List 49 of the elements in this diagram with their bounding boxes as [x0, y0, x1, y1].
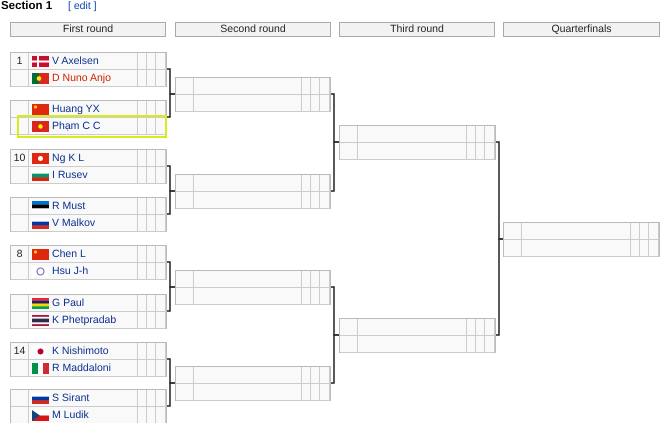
match-box — [10, 52, 167, 87]
seed-number: 8 — [16, 248, 22, 260]
bracket-line — [167, 286, 175, 312]
match-box — [339, 318, 496, 353]
round-header: First round — [10, 22, 166, 37]
player-name: Phạm C C — [52, 119, 100, 134]
player-name: Ng K L — [52, 151, 84, 166]
player-name: K Phetpradab — [52, 313, 116, 328]
player-name: D Nuno Anjo — [52, 71, 111, 86]
player-name: V Malkov — [52, 216, 96, 231]
player-name: R Must — [52, 199, 86, 214]
bracket-line — [167, 190, 175, 215]
match-box — [10, 100, 167, 135]
match-box — [175, 270, 331, 305]
round-header: Quarterfinals — [503, 22, 660, 37]
bracket-line — [496, 238, 503, 336]
match-box — [10, 342, 167, 377]
match-box — [175, 77, 331, 112]
player-name: R Maddaloni — [52, 361, 111, 376]
match-box — [175, 174, 331, 209]
player-name: V Axelsen — [52, 54, 99, 69]
match-box — [10, 197, 167, 232]
player-name: Huang YX — [52, 102, 100, 117]
player-name: M Ludik — [52, 408, 89, 423]
match-box — [175, 366, 331, 401]
bracket-line — [496, 141, 503, 240]
player-name: Chen L — [52, 247, 86, 262]
match-box — [10, 389, 167, 423]
match-box — [10, 294, 167, 329]
bracket-line — [331, 141, 339, 192]
seed-number: 14 — [14, 345, 26, 357]
edit-link: [ edit ] — [68, 0, 97, 12]
round-header: Third round — [339, 22, 495, 37]
bracket-line — [167, 382, 175, 407]
match-box — [10, 149, 167, 184]
match-box — [503, 222, 660, 257]
match-box — [10, 245, 167, 280]
bracket-line — [331, 334, 339, 384]
player-name: S Sirant — [52, 391, 90, 406]
bracket-line — [167, 93, 175, 118]
player-name: I Rusev — [52, 168, 88, 183]
seed-number: 10 — [14, 152, 26, 164]
round-header: Second round — [175, 22, 331, 37]
match-box — [339, 125, 496, 160]
player-name: K Nishimoto — [52, 344, 109, 359]
player-name: Hsu J-h — [52, 264, 88, 279]
seed-number: 1 — [16, 55, 22, 67]
section-title: Section 1 — [1, 0, 52, 12]
player-name: G Paul — [52, 296, 84, 311]
